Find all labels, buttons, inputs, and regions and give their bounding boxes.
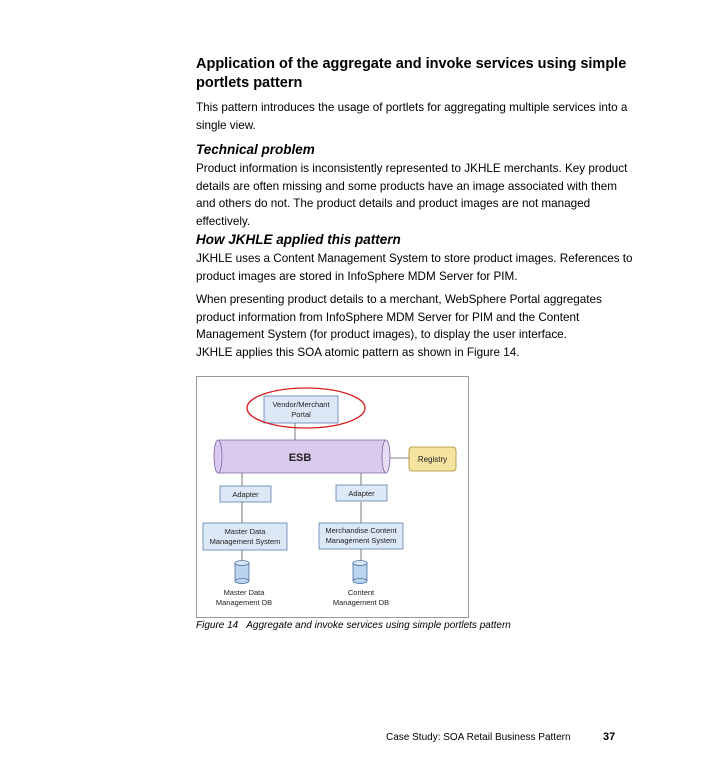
page-heading: Application of the aggregate and invoke …: [196, 56, 627, 91]
section-title-technical-problem: Technical problem: [196, 142, 315, 157]
footer-title: Case Study: SOA Retail Business Pattern: [386, 732, 571, 743]
mdm-db-icon: [234, 560, 250, 584]
page-number: 37: [603, 731, 616, 743]
how-applied-paragraph-1: JKHLE uses a Content Management System t…: [196, 252, 633, 283]
esb-label: ESB: [289, 452, 312, 464]
adapter-left-box: Adapter: [219, 485, 272, 503]
how-applied-paragraph-3: JKHLE applies this SOA atomic pattern as…: [196, 346, 520, 359]
intro-paragraph: This pattern introduces the usage of por…: [196, 101, 628, 132]
technical-problem-paragraph: Product information is inconsistently re…: [196, 162, 628, 228]
adapter-right-label: Adapter: [348, 489, 375, 498]
figure-caption-text: Aggregate and invoke services using simp…: [246, 620, 511, 631]
figure-caption-label: Figure 14: [196, 620, 239, 631]
adapter-left-label: Adapter: [232, 490, 259, 499]
cms-db-icon: [352, 560, 368, 584]
portal-box: Vendor/Merchant Portal: [263, 395, 339, 424]
mdm-label-line2: Management System: [210, 537, 281, 546]
portal-label-line2: Portal: [291, 410, 311, 419]
cms-db-label-line1: Content: [348, 588, 375, 597]
adapter-right-box: Adapter: [335, 484, 388, 502]
cms-label-line1: Merchandise Content: [325, 526, 397, 535]
mdm-system-box: Master Data Management System: [202, 522, 288, 551]
mdm-db-label-line1: Master Data: [224, 588, 266, 597]
mdm-db-label-line2: Management DB: [216, 598, 272, 607]
mdm-label-line1: Master Data: [225, 527, 267, 536]
portal-highlight-ellipse: [246, 387, 366, 429]
how-applied-paragraph-2: When presenting product details to a mer…: [196, 293, 602, 341]
architecture-diagram: Vendor/Merchant Portal ESB Registry Adap…: [202, 387, 457, 607]
cms-label-line2: Management System: [326, 536, 397, 545]
registry-label: Registry: [418, 455, 447, 464]
cms-system-box: Merchandise Content Management System: [318, 522, 404, 550]
figure-caption: Figure 14 Aggregate and invoke services u…: [196, 619, 511, 633]
portal-label-line1: Vendor/Merchant: [272, 400, 330, 409]
figure-14-diagram: Vendor/Merchant Portal ESB Registry Adap…: [196, 376, 469, 618]
esb-bus: ESB: [213, 439, 391, 474]
cms-db-label-line2: Management DB: [333, 598, 389, 607]
section-title-how-applied: How JKHLE applied this pattern: [196, 232, 401, 247]
registry-box: Registry: [408, 446, 457, 472]
